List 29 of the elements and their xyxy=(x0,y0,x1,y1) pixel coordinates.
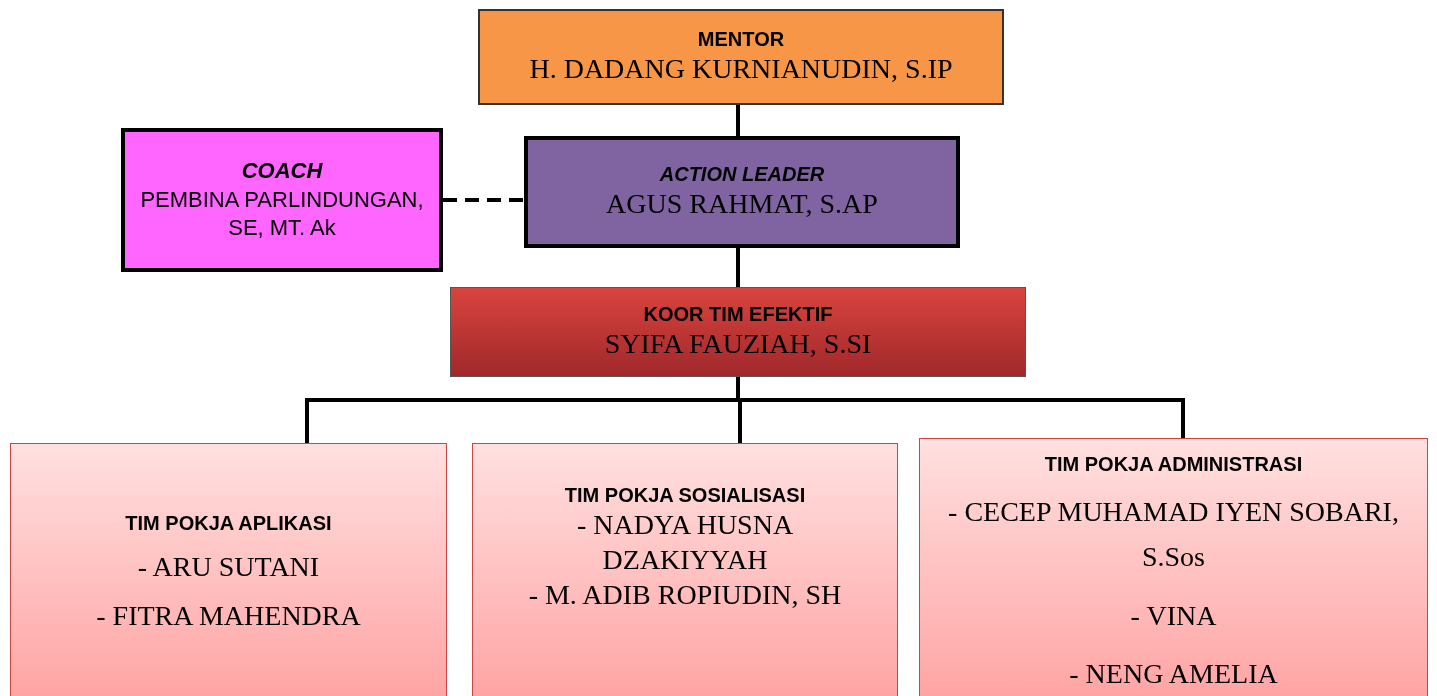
person-name: - VINA xyxy=(1130,598,1217,633)
person-name: H. DADANG KURNIANUDIN, S.IP xyxy=(529,52,953,86)
role-box xyxy=(121,128,443,272)
person-name: - FITRA MAHENDRA xyxy=(96,599,361,633)
connector-line xyxy=(443,198,524,202)
role-box xyxy=(478,9,1004,105)
connector-line xyxy=(736,105,740,136)
connector-line xyxy=(736,248,740,287)
role-heading: COACH xyxy=(241,157,323,186)
role-box xyxy=(524,136,960,248)
person-name: - ARU SUTANI xyxy=(137,550,320,584)
team-box xyxy=(472,443,898,696)
connector-line xyxy=(736,377,1185,438)
role-box xyxy=(450,287,1026,377)
person-name: SYIFA FAUZIAH, S.SI xyxy=(604,327,872,361)
person-name: PEMBINA PARLINDUNGAN, SE, MT. Ak xyxy=(139,185,425,243)
role-heading: TIM POKJA APLIKASI xyxy=(125,512,332,535)
person-name: AGUS RAHMAT, S.AP xyxy=(606,187,878,221)
role-heading: ACTION LEADER xyxy=(659,163,825,186)
role-heading: TIM POKJA ADMINISTRASI xyxy=(1044,453,1303,476)
role-heading: TIM POKJA SOSIALISASI xyxy=(564,484,806,507)
person-name: - CECEP MUHAMAD IYEN SOBARI, S.Sos xyxy=(947,495,1400,574)
team-box xyxy=(919,438,1428,696)
team-box xyxy=(10,443,447,696)
person-name: - NADYA HUSNA DZAKIYYAH xyxy=(575,508,795,577)
person-name: - NENG AMELIA xyxy=(1069,657,1278,692)
role-heading: MENTOR xyxy=(697,28,785,51)
role-heading: KOOR TIM EFEKTIF xyxy=(643,303,833,326)
person-name: - M. ADIB ROPIUDIN, SH xyxy=(528,578,842,612)
